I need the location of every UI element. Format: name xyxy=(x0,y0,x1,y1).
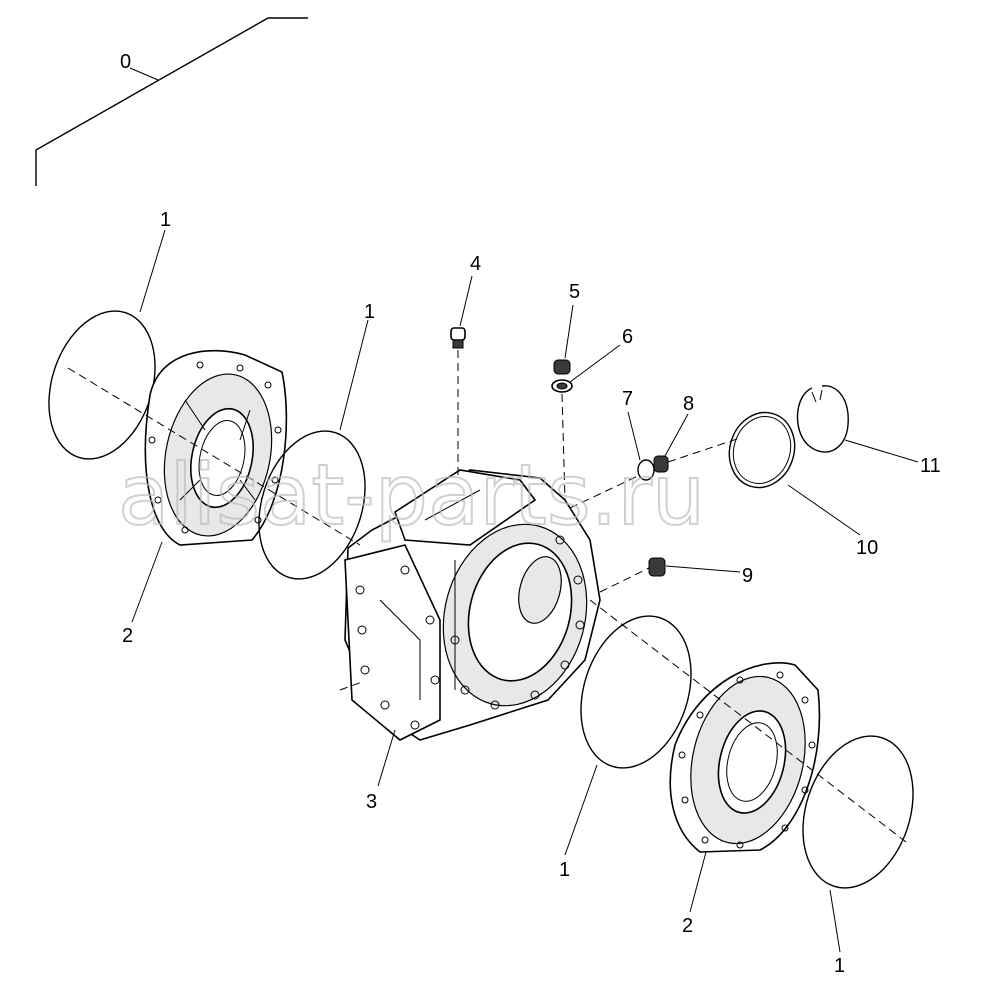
callout-6: 6 xyxy=(622,326,633,348)
callout-4: 4 xyxy=(470,253,481,275)
callout-2-left: 2 xyxy=(122,625,133,647)
breather-plug xyxy=(450,327,466,349)
callout-0: 0 xyxy=(120,51,131,73)
axle-housing xyxy=(344,469,601,741)
callout-3: 3 xyxy=(366,791,377,813)
callout-1-right: 1 xyxy=(834,955,845,977)
callout-1-left: 1 xyxy=(160,209,171,231)
callout-1-middle: 1 xyxy=(364,301,375,323)
cover-left xyxy=(144,349,288,546)
ring-10 xyxy=(728,411,796,489)
leader-lines xyxy=(129,67,919,953)
plug-and-washer xyxy=(551,359,573,393)
drain-plug xyxy=(648,557,666,577)
callout-8: 8 xyxy=(683,393,694,415)
callout-labels: 0 1 1 1 1 2 2 3 4 5 6 7 8 9 10 11 xyxy=(120,51,941,977)
o-ring-lower xyxy=(580,615,692,769)
assembly-bracket xyxy=(35,17,308,186)
callout-2-right: 2 xyxy=(682,915,693,937)
callout-5: 5 xyxy=(569,281,580,303)
callout-1-lower: 1 xyxy=(559,859,570,881)
o-ring-right xyxy=(802,735,914,889)
o-ring-middle xyxy=(258,430,366,580)
callout-9: 9 xyxy=(742,565,753,587)
callout-10: 10 xyxy=(856,537,878,559)
watermark-text: alisat-parts.ru xyxy=(118,446,705,544)
callout-7: 7 xyxy=(622,388,633,410)
snap-ring-11 xyxy=(796,385,849,453)
center-lines xyxy=(67,350,911,846)
callout-11: 11 xyxy=(920,455,941,477)
seal-and-plug xyxy=(637,455,669,481)
cover-right xyxy=(669,662,821,853)
